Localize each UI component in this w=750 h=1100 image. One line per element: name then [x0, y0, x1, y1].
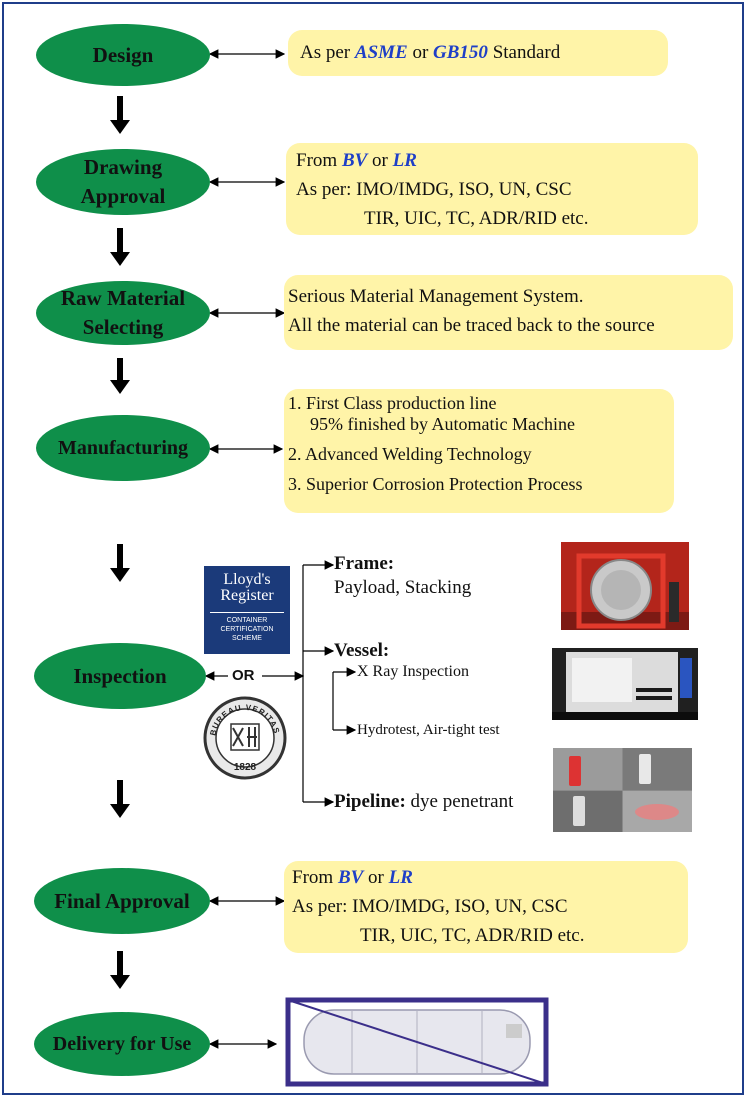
dye-penetrant-photo [553, 748, 692, 832]
step-manufacturing: Manufacturing [36, 415, 210, 481]
raw-material-note: Serious Material Management System. All … [284, 275, 733, 350]
xray-monitor-photo [552, 648, 698, 720]
design-note: As per ASME or GB150 Standard [288, 30, 668, 76]
final-approval-note: From BV or LR As per: IMO/IMDG, ISO, UN,… [284, 861, 688, 953]
frame-detail: Payload, Stacking [334, 577, 472, 598]
frame-inspection-photo [561, 542, 689, 630]
vessel-label: Vessel: [334, 640, 390, 661]
drawing-approval-note: From BV or LR As per: IMO/IMDG, ISO, UN,… [286, 143, 698, 235]
step-delivery: Delivery for Use [34, 1012, 210, 1076]
step-final-approval: Final Approval [34, 868, 210, 934]
svg-text:1828: 1828 [234, 762, 257, 773]
tank-container-photo [282, 996, 552, 1088]
step-inspection: Inspection [34, 643, 206, 709]
pipeline-label: Pipeline: dye penetrant [334, 791, 514, 812]
xray-label: X Ray Inspection [357, 663, 469, 680]
or-label: OR [232, 667, 255, 684]
manufacturing-note: 1. First Class production line 95% finis… [284, 389, 674, 513]
hydrotest-label: Hydrotest, Air-tight test [357, 722, 500, 738]
lloyds-register-logo: Lloyd's Register CONTAINER CERTIFICATION… [204, 566, 290, 654]
bureau-veritas-logo: BUREAU VERITAS 1828 [203, 694, 287, 782]
step-design: Design [36, 24, 210, 86]
frame-label: Frame: [334, 553, 395, 574]
